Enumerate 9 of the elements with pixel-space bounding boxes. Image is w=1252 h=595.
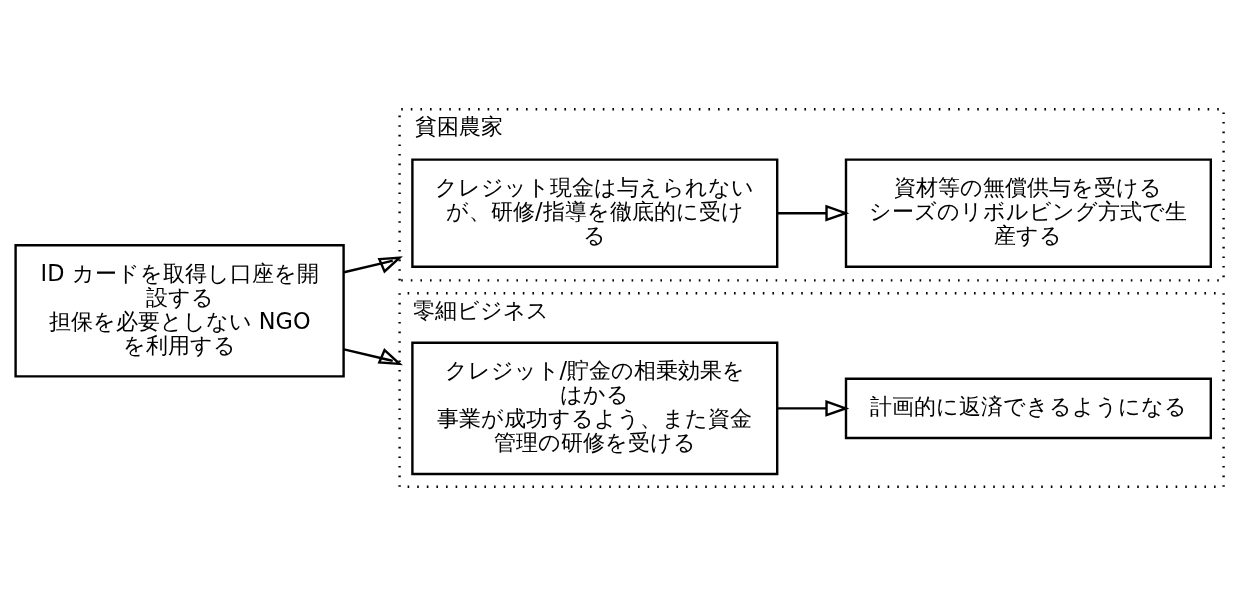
node-box: クレジット/貯金の相乗効果をはかる 事業が成功するよう、また資金管理の研修を受ける <box>411 341 779 475</box>
arrow <box>777 204 850 222</box>
node-box: ID カードを取得し口座を開設する 担保を必要としない NGO を利用する <box>14 243 345 378</box>
node-box: 資材等の無償供与を受ける シーズのリボルビング方式で生産する <box>844 157 1212 268</box>
arrow <box>343 347 403 365</box>
node-box: クレジット現金は与えられないが、研修/指導を徹底的に受ける <box>411 157 779 268</box>
arrow <box>777 399 850 417</box>
node-box: 計画的に返済できるようになる <box>844 377 1212 439</box>
arrow <box>343 255 403 273</box>
